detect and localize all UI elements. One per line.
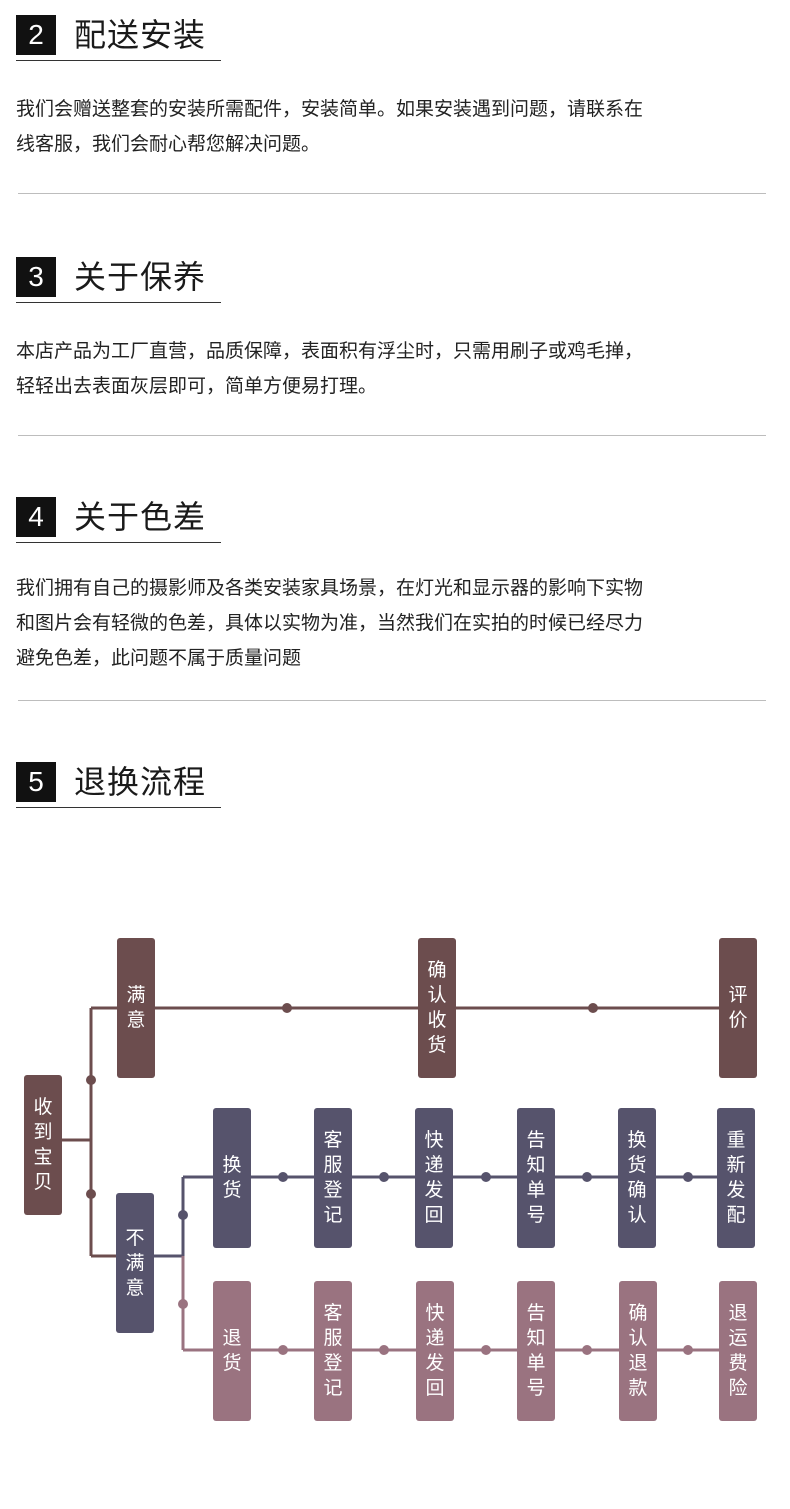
section-header-return-exchange: 5 退换流程 — [16, 762, 221, 808]
connector-dot — [278, 1172, 288, 1182]
flow-step-exchange-confirm: 换货确认 — [618, 1108, 656, 1248]
flow-step-label: 确认收货 — [427, 959, 447, 1056]
flow-step-label: 退运费险 — [728, 1302, 748, 1399]
flow-step-label: 换货 — [222, 1154, 242, 1201]
connector-satisfied — [62, 1006, 740, 1258]
divider — [18, 193, 766, 194]
flow-step-exchange-tracking: 告知单号 — [517, 1108, 555, 1248]
section-number: 5 — [16, 762, 56, 802]
connector-dot — [86, 1189, 96, 1199]
section-title: 关于保养 — [74, 258, 207, 296]
flow-step-label: 客服登记 — [323, 1129, 343, 1226]
flow-step-satisfied: 满意 — [117, 938, 155, 1078]
connector-dot — [683, 1345, 693, 1355]
flow-step-label: 告知单号 — [526, 1129, 546, 1226]
flow-step-label: 换货确认 — [627, 1129, 647, 1226]
connector-dot — [282, 1003, 292, 1013]
section-number: 2 — [16, 15, 56, 55]
section-title: 配送安装 — [74, 16, 207, 54]
flow-step-exchange-reship: 重新发配 — [717, 1108, 755, 1248]
text-line: 我们拥有自己的摄影师及各类安装家具场景，在灯光和显示器的影响下实物 — [16, 577, 644, 599]
connector-dot — [86, 1075, 96, 1085]
text-line: 轻轻出去表面灰层即可，简单方便易打理。 — [16, 375, 378, 397]
flow-step-exchange: 换货 — [213, 1108, 251, 1248]
text-line: 和图片会有轻微的色差，具体以实物为准，当然我们在实拍的时候已经尽力 — [16, 612, 644, 634]
text-line: 避免色差，此问题不属于质量问题 — [16, 647, 302, 669]
section-number: 4 — [16, 497, 56, 537]
connector-dots-satisfied — [86, 1003, 598, 1199]
flow-step-received: 收到宝贝 — [24, 1075, 62, 1215]
connector-dots-exchange — [178, 1172, 693, 1220]
text-line: 线客服，我们会耐心帮您解决问题。 — [16, 133, 321, 155]
flow-step-refund-confirm: 确认退款 — [619, 1281, 657, 1421]
section-text-color-difference: 我们拥有自己的摄影师及各类安装家具场景，在灯光和显示器的影响下实物 和图片会有轻… — [16, 571, 776, 676]
section-text-maintenance: 本店产品为工厂直营，品质保障，表面积有浮尘时，只需用刷子或鸡毛掸， 轻轻出去表面… — [16, 334, 776, 404]
flow-step-refund: 退货 — [213, 1281, 251, 1421]
connector-dot — [178, 1299, 188, 1309]
section-title: 关于色差 — [74, 498, 207, 536]
divider — [18, 700, 766, 701]
section-title: 退换流程 — [74, 763, 207, 801]
flow-step-label: 收到宝贝 — [33, 1096, 53, 1193]
return-exchange-flowchart: 收到宝贝 满意 确认收货 评价 不满意 换货 客服登记 快递发回 告知单号 换货… — [0, 900, 790, 1460]
divider — [18, 435, 766, 436]
connector-dot — [683, 1172, 693, 1182]
flow-step-refund-register: 客服登记 — [314, 1281, 352, 1421]
flow-step-refund-insurance: 退运费险 — [719, 1281, 757, 1421]
flow-step-label: 重新发配 — [726, 1129, 746, 1226]
flow-step-unsatisfied: 不满意 — [116, 1193, 154, 1333]
section-header-color-difference: 4 关于色差 — [16, 497, 221, 543]
connector-dot — [481, 1172, 491, 1182]
flow-step-review: 评价 — [719, 938, 757, 1078]
flow-step-label: 退货 — [222, 1327, 242, 1374]
flow-step-label: 客服登记 — [323, 1302, 343, 1399]
connector-dot — [481, 1345, 491, 1355]
flow-step-label: 快递发回 — [424, 1129, 444, 1226]
connector-dot — [379, 1172, 389, 1182]
flow-step-label: 评价 — [728, 984, 748, 1031]
section-header-delivery: 2 配送安装 — [16, 15, 221, 61]
flow-step-label: 满意 — [126, 984, 146, 1031]
section-text-delivery: 我们会赠送整套的安装所需配件，安装简单。如果安装遇到问题，请联系在 线客服，我们… — [16, 92, 776, 162]
connector-dot — [379, 1345, 389, 1355]
flow-step-confirm-receipt: 确认收货 — [418, 938, 456, 1078]
flow-step-refund-tracking: 告知单号 — [517, 1281, 555, 1421]
flow-step-refund-ship-back: 快递发回 — [416, 1281, 454, 1421]
flow-step-label: 确认退款 — [628, 1302, 648, 1399]
flow-step-label: 不满意 — [125, 1226, 145, 1299]
connector-dot — [582, 1345, 592, 1355]
flow-step-exchange-ship-back: 快递发回 — [415, 1108, 453, 1248]
flow-step-label: 快递发回 — [425, 1302, 445, 1399]
text-line: 我们会赠送整套的安装所需配件，安装简单。如果安装遇到问题，请联系在 — [16, 98, 644, 120]
flow-step-exchange-register: 客服登记 — [314, 1108, 352, 1248]
connector-dot — [278, 1345, 288, 1355]
flow-step-label: 告知单号 — [526, 1302, 546, 1399]
section-header-maintenance: 3 关于保养 — [16, 257, 221, 303]
connector-dot — [588, 1003, 598, 1013]
connector-dots-refund — [178, 1299, 693, 1355]
section-number: 3 — [16, 257, 56, 297]
connector-dot — [582, 1172, 592, 1182]
text-line: 本店产品为工厂直营，品质保障，表面积有浮尘时，只需用刷子或鸡毛掸， — [16, 340, 644, 362]
connector-dot — [178, 1210, 188, 1220]
